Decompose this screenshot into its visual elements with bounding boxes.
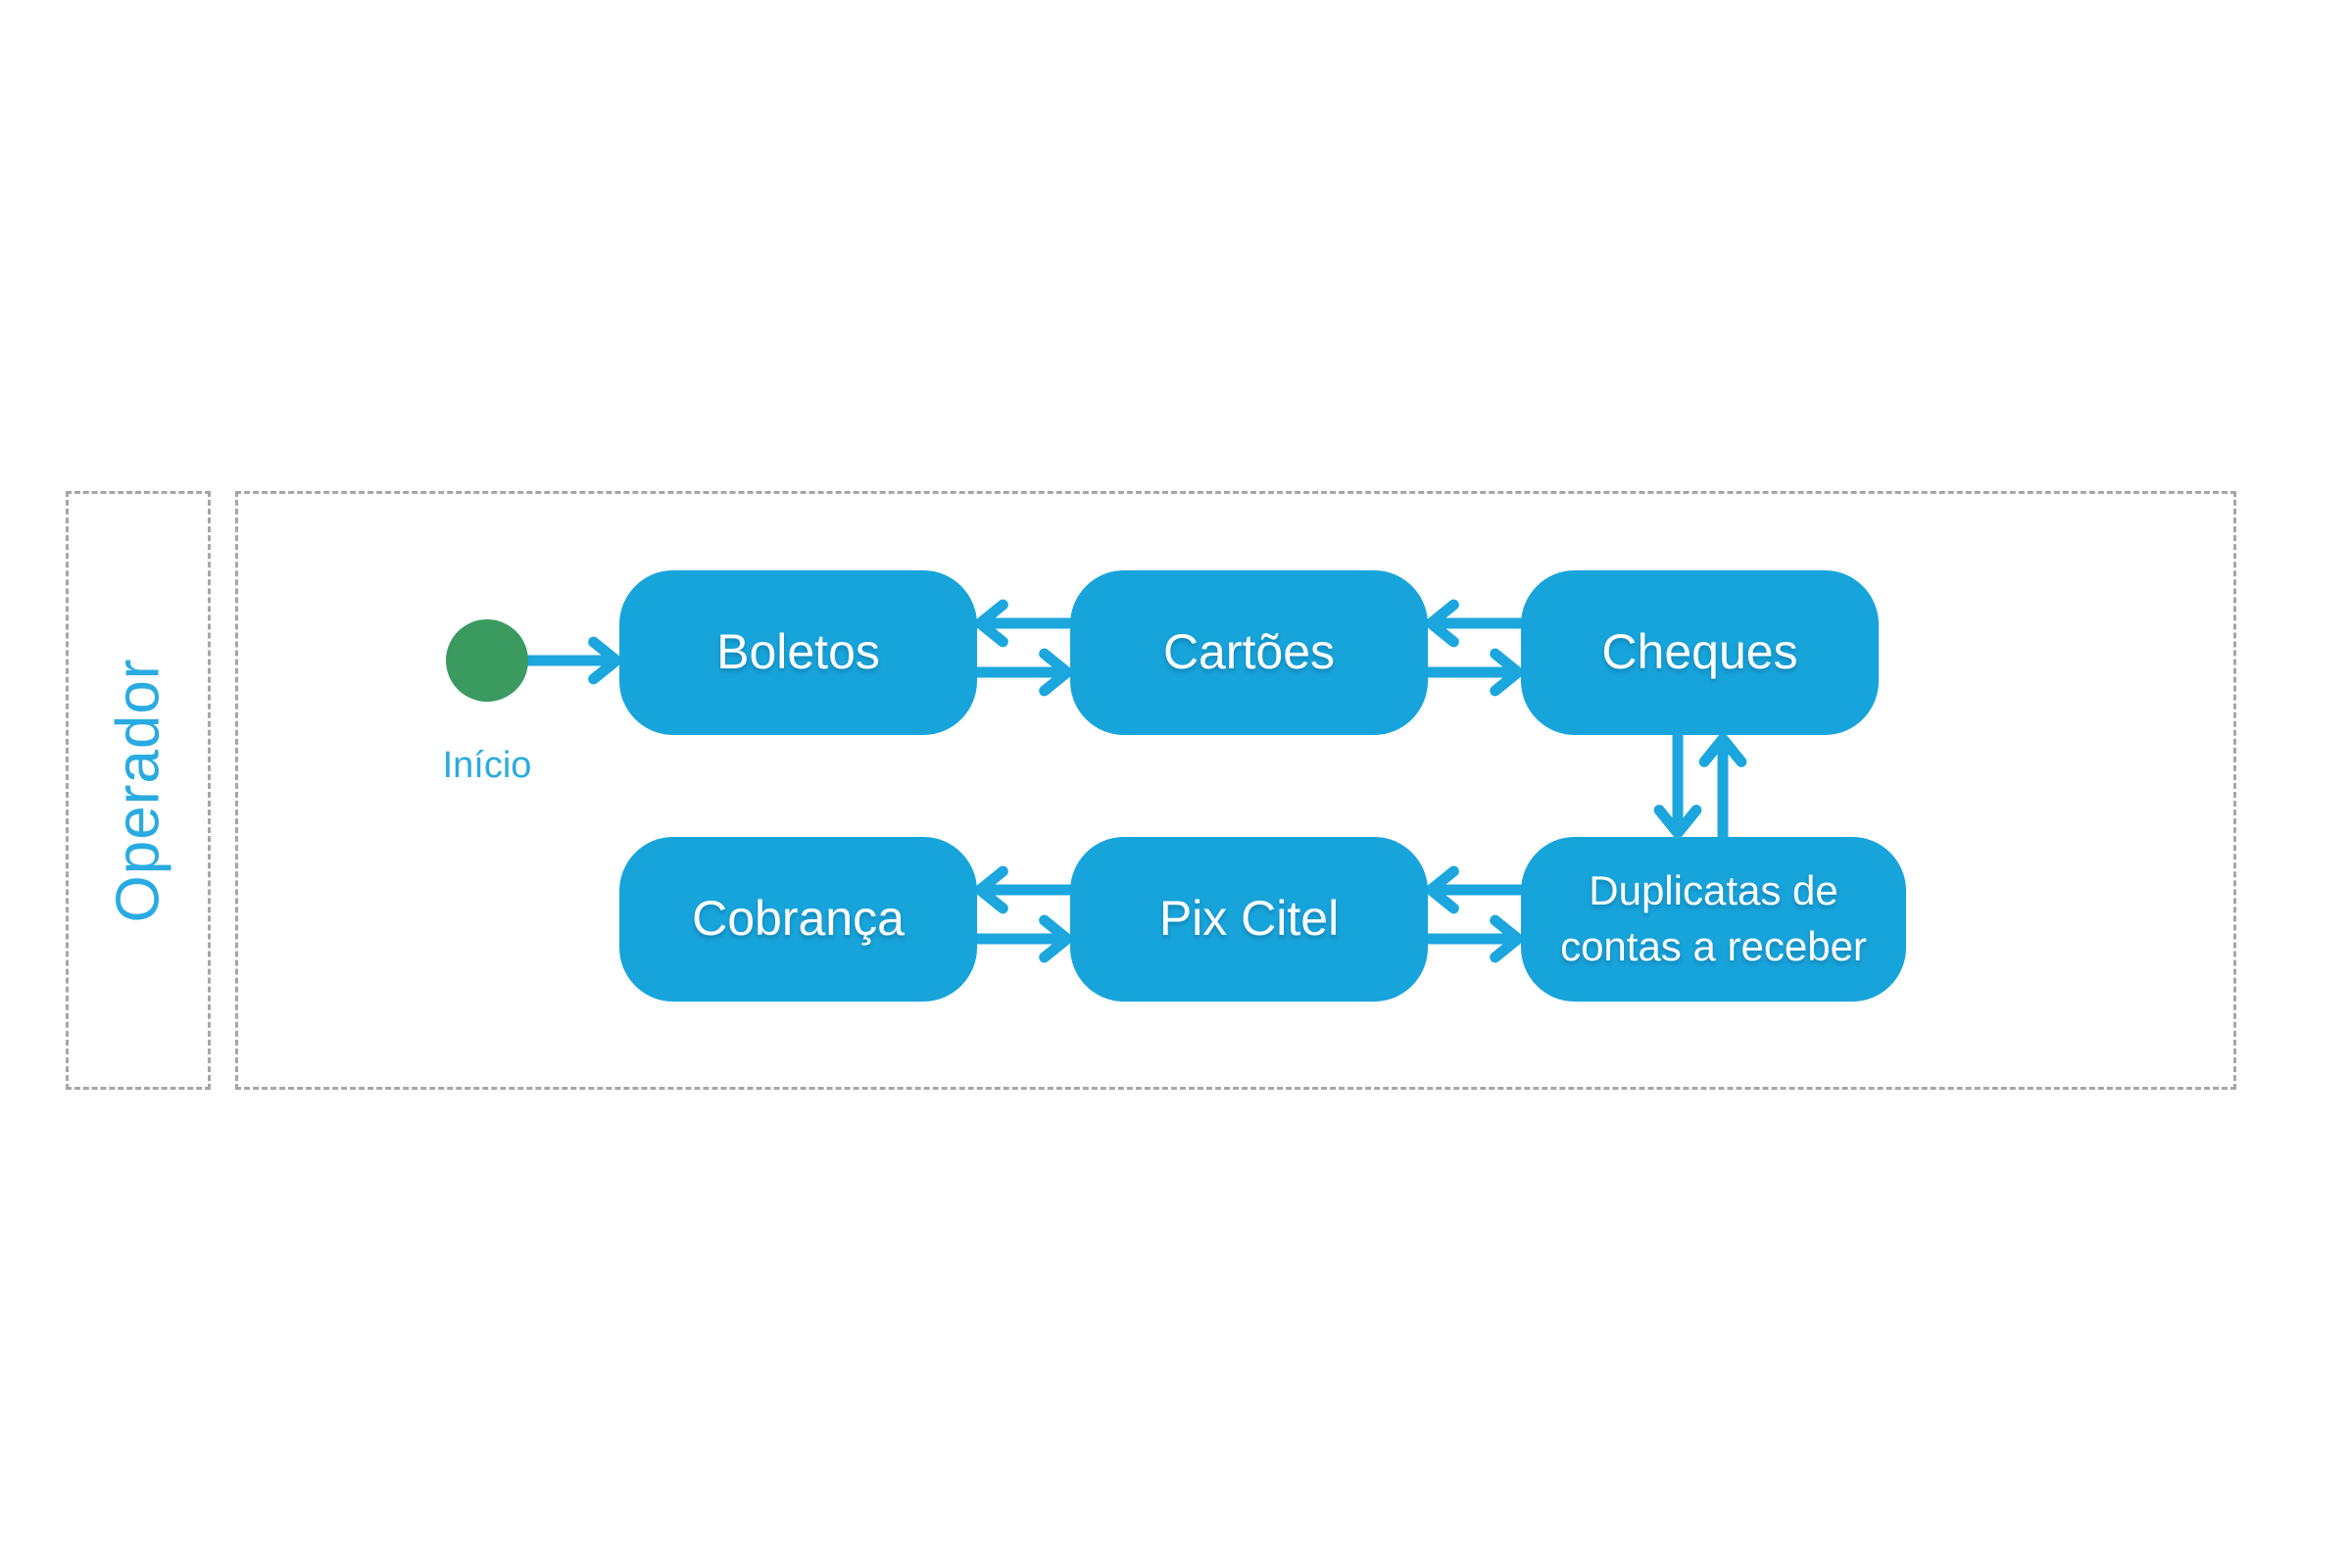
edge-duplicatas-to-cheques[interactable]: [1698, 733, 1747, 843]
arrowhead-icon: [1039, 914, 1073, 963]
activity-node-label: Cheques: [1601, 624, 1798, 680]
arrowhead-icon: [1039, 648, 1073, 697]
edge-pix_citel-to-duplicatas[interactable]: [1422, 914, 1524, 963]
arrowhead-icon: [1425, 865, 1459, 914]
edge-pix_citel-to-cobranca[interactable]: [974, 865, 1076, 914]
edge-cobranca-to-pix_citel[interactable]: [971, 914, 1073, 963]
swimlane-body: [235, 491, 2236, 1090]
activity-node-cartoes[interactable]: Cartões: [1070, 570, 1428, 735]
activity-node-label: Duplicatas de contas a receber: [1560, 867, 1867, 969]
activity-node-pix-citel[interactable]: Pix Citel: [1070, 837, 1428, 1002]
start-node[interactable]: [446, 619, 528, 702]
arrowhead-icon: [1698, 733, 1747, 767]
activity-node-cobranca[interactable]: Cobrança: [619, 837, 977, 1002]
edge-inicio-to-boletos[interactable]: [522, 636, 622, 685]
activity-node-label: Boletos: [716, 624, 880, 680]
edge-boletos-to-cartoes[interactable]: [971, 648, 1073, 697]
activity-node-label: Cobrança: [692, 891, 905, 947]
edge-cartoes-to-cheques[interactable]: [1422, 648, 1524, 697]
activity-node-label: Pix Citel: [1158, 891, 1340, 947]
arrowhead-icon: [974, 599, 1008, 648]
start-node-label: Início: [442, 745, 532, 786]
arrowhead-icon: [1653, 805, 1702, 839]
swimlane-label-box: Operador: [66, 491, 211, 1090]
arrowhead-icon: [1425, 599, 1459, 648]
arrowhead-icon: [588, 636, 622, 685]
activity-node-cheques[interactable]: Cheques: [1521, 570, 1879, 735]
arrowhead-icon: [1490, 648, 1524, 697]
edge-cheques-to-duplicatas[interactable]: [1653, 729, 1702, 839]
arrowhead-icon: [974, 865, 1008, 914]
activity-node-duplicatas[interactable]: Duplicatas de contas a receber: [1521, 837, 1906, 1002]
edge-cartoes-to-boletos[interactable]: [974, 599, 1076, 648]
arrowhead-icon: [1490, 914, 1524, 963]
edge-cheques-to-cartoes[interactable]: [1425, 599, 1527, 648]
edge-duplicatas-to-pix_citel[interactable]: [1425, 865, 1527, 914]
activity-node-label: Cartões: [1162, 624, 1336, 680]
activity-node-boletos[interactable]: Boletos: [619, 570, 977, 735]
